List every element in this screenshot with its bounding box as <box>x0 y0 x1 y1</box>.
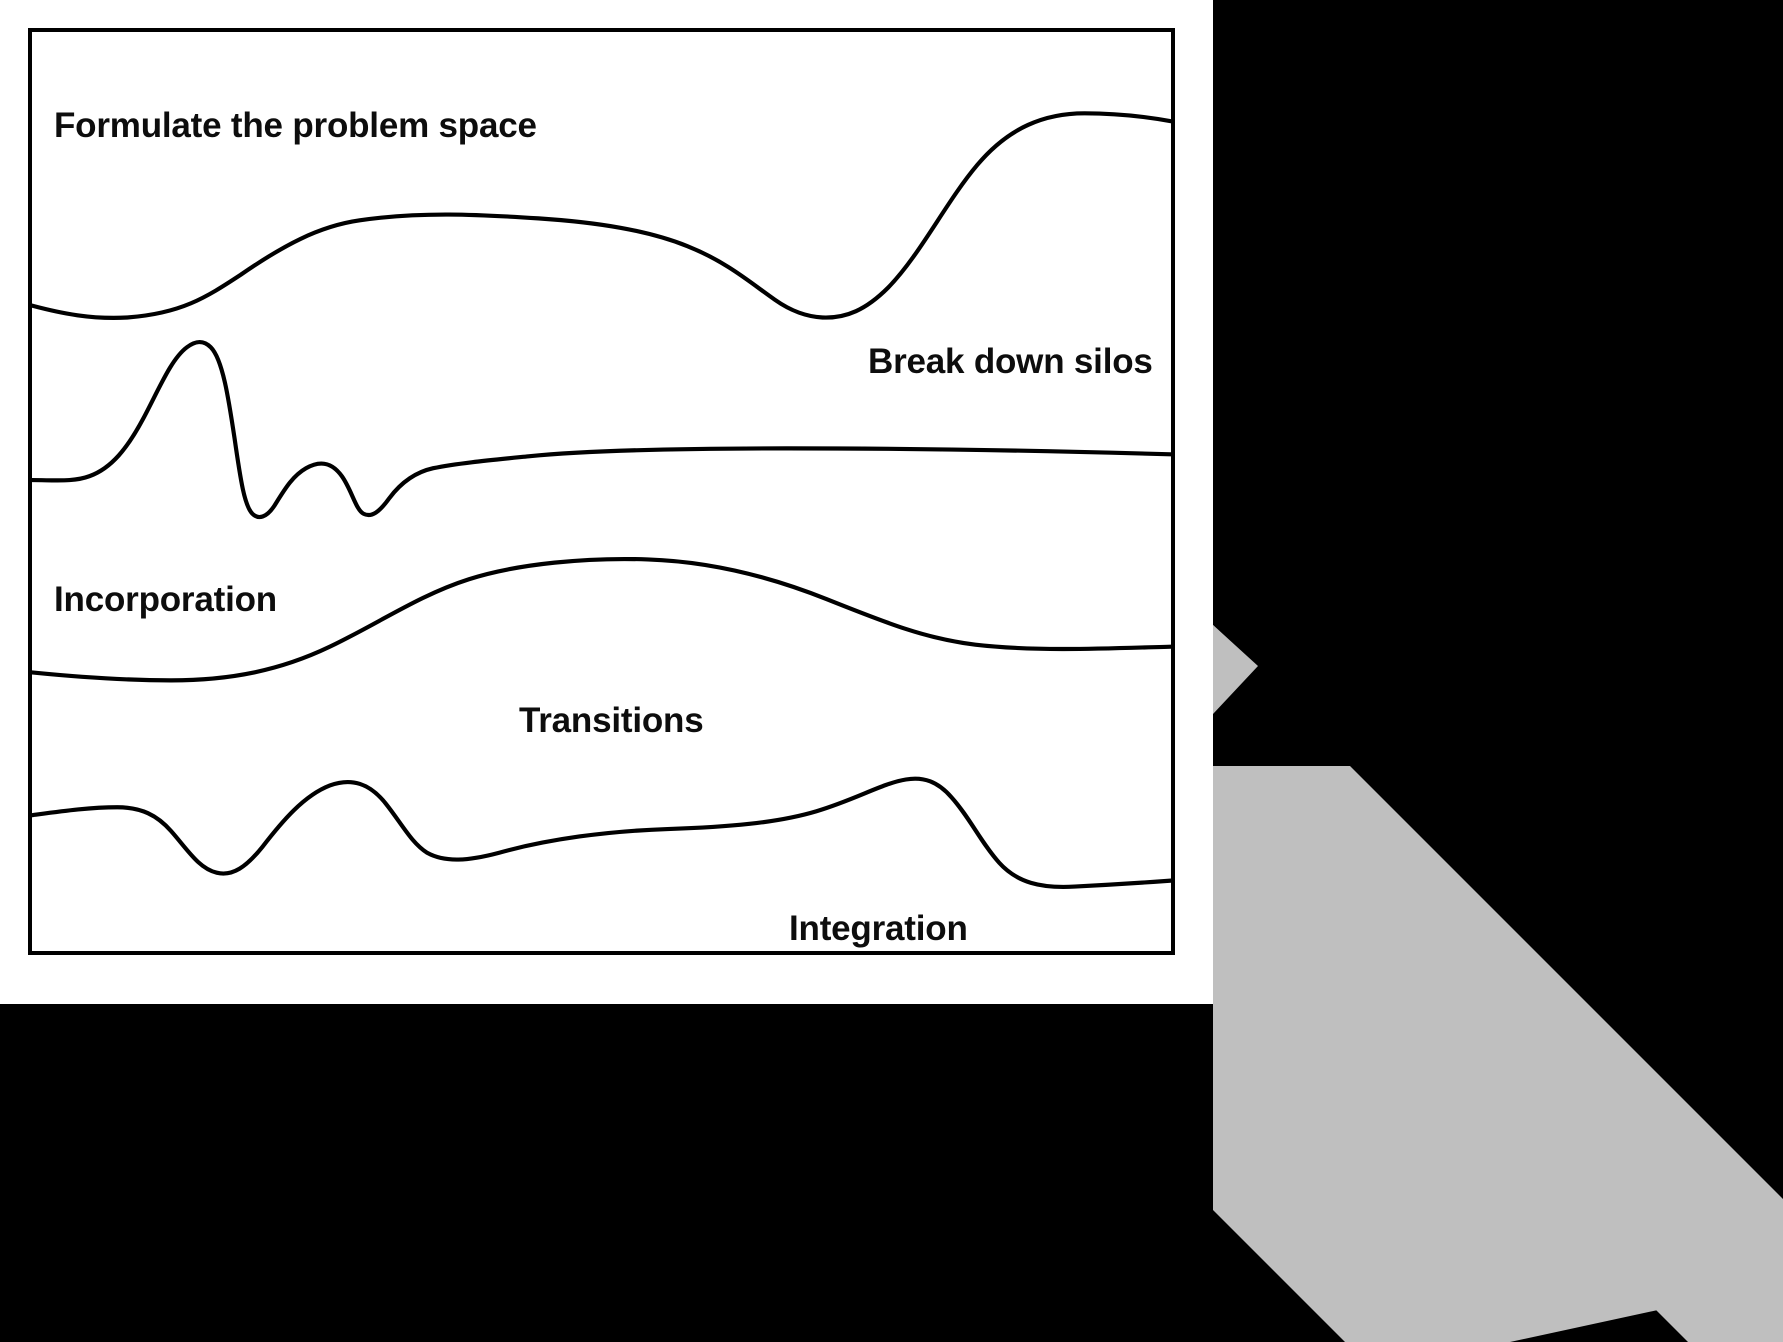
curve-integration <box>32 776 1171 889</box>
magnifier-handle-band <box>1213 766 1783 1342</box>
label-break-down-silos: Break down silos <box>868 342 1153 381</box>
label-incorporation: Incorporation <box>54 580 277 619</box>
curve-incorporation-transitions <box>32 556 1171 683</box>
curve-formulate-the-problem-space <box>32 111 1171 320</box>
diagram-frame: Formulate the problem space Break down s… <box>28 28 1175 955</box>
slide-card: Formulate the problem space Break down s… <box>0 0 1213 1004</box>
magnifier-handle-highlight <box>1213 664 1280 766</box>
magnifier-handle-tip <box>1213 625 1258 714</box>
wave-curve-layer <box>32 111 1171 889</box>
curve-break-down-silos <box>32 339 1171 520</box>
label-transitions: Transitions <box>519 701 704 740</box>
label-formulate-the-problem-space: Formulate the problem space <box>54 106 537 145</box>
lower-black-band <box>0 1004 1213 1342</box>
label-integration: Integration <box>789 909 968 948</box>
